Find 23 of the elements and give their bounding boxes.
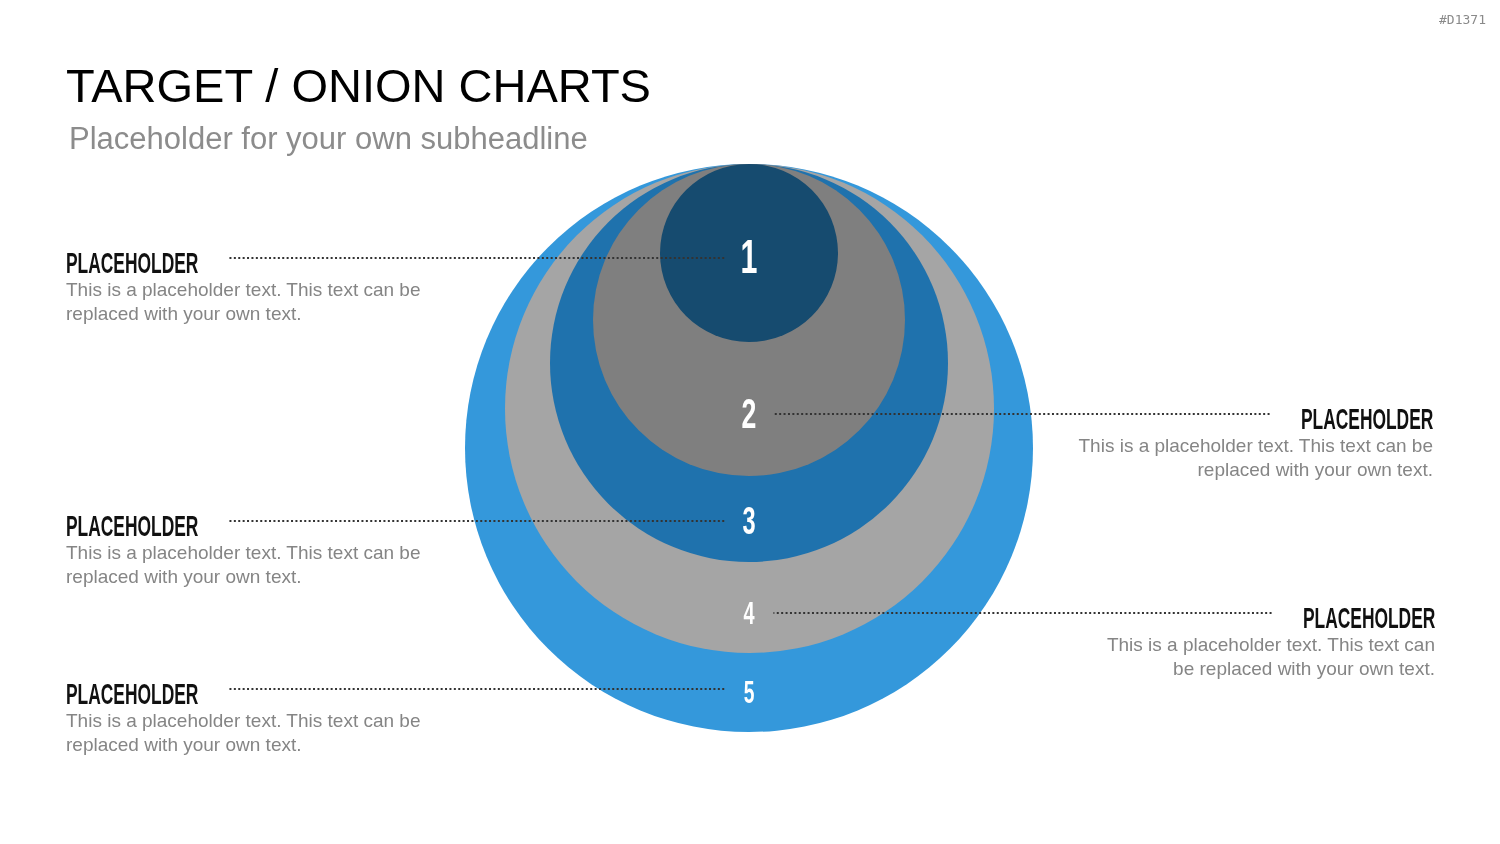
heading: PLACEHOLDER [66, 511, 199, 541]
layer-number: 1 [740, 231, 758, 281]
leader-line [772, 413, 1271, 415]
layer-number: 4 [743, 597, 755, 629]
title: TARGET / ONION CHARTS [66, 62, 651, 109]
description-text: This is a placeholder text. This text can be replaced with your own text. [1077, 434, 1433, 482]
leader-line [228, 520, 726, 522]
description-text: This is a placeholder text. This text can be replaced with your own text. [1105, 633, 1435, 681]
layer-number: 5 [743, 676, 755, 708]
description-text: This is a placeholder text. This text can be replaced with your own text. [66, 541, 422, 589]
layer-number: 2 [741, 391, 757, 435]
leader-line [228, 257, 726, 259]
subtitle: Placeholder for your own subheadline [69, 123, 588, 154]
leader-line [228, 688, 726, 690]
description-text: This is a placeholder text. This text can be replaced with your own text. [66, 278, 422, 326]
description-text: This is a placeholder text. This text can be replaced with your own text. [66, 709, 422, 757]
heading: PLACEHOLDER [66, 248, 199, 278]
reference-code: #D1371 [1439, 13, 1486, 26]
leader-line [772, 612, 1273, 614]
layer-number: 3 [742, 502, 756, 540]
heading: PLACEHOLDER [1302, 603, 1435, 633]
heading: PLACEHOLDER [66, 679, 199, 709]
heading: PLACEHOLDER [1300, 404, 1433, 434]
